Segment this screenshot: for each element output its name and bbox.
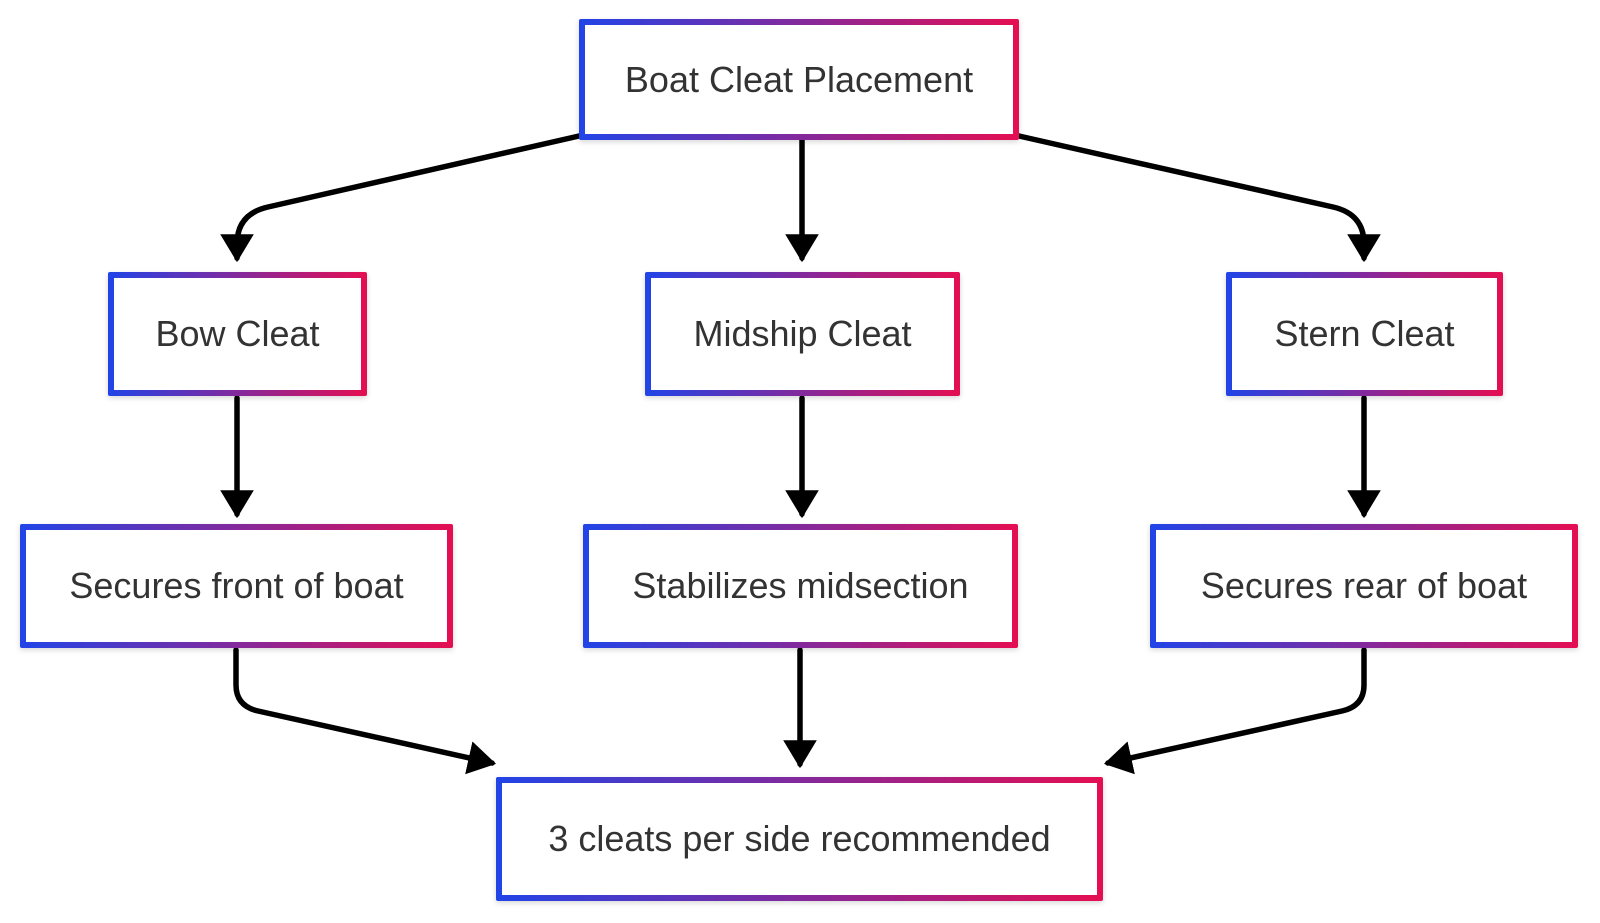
node-stabilizes-midsection-label: Stabilizes midsection <box>632 565 969 607</box>
node-secures-front-label: Secures front of boat <box>69 565 404 607</box>
node-recommendation-label: 3 cleats per side recommended <box>548 818 1051 860</box>
node-boat-cleat-placement-label: Boat Cleat Placement <box>624 58 974 100</box>
edge-root-to-stern <box>1016 133 1381 263</box>
node-secures-rear: Secures rear of boat <box>1150 524 1578 648</box>
node-bow-cleat: Bow Cleat <box>108 272 367 396</box>
node-recommendation: 3 cleats per side recommended <box>496 777 1103 901</box>
edge-stern-desc-to-recommendation <box>1103 647 1367 775</box>
node-stern-cleat-label: Stern Cleat <box>1274 313 1455 355</box>
node-stern-cleat: Stern Cleat <box>1226 272 1503 396</box>
node-bow-cleat-label: Bow Cleat <box>155 313 320 355</box>
edge-bow-desc-to-recommendation <box>233 647 497 775</box>
node-boat-cleat-placement: Boat Cleat Placement <box>579 19 1019 140</box>
node-stabilizes-midsection: Stabilizes midsection <box>583 524 1018 648</box>
node-midship-cleat-label: Midship Cleat <box>693 313 912 355</box>
node-midship-cleat: Midship Cleat <box>645 272 960 396</box>
node-secures-front: Secures front of boat <box>20 524 453 648</box>
node-secures-rear-label: Secures rear of boat <box>1200 565 1528 607</box>
edge-root-to-bow <box>220 133 582 263</box>
